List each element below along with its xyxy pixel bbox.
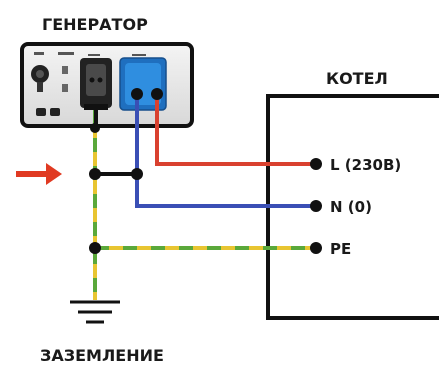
terminal-n-label: N (0) [330, 198, 372, 216]
junction-dot [89, 242, 101, 254]
junction-dot [131, 168, 143, 180]
earth-wire [93, 110, 316, 300]
ground-symbol-icon [70, 300, 120, 324]
generator-black-outlet-icon [80, 58, 112, 110]
outlet-neutral-terminal [131, 88, 143, 100]
generator-title: ГЕНЕРАТОР [42, 15, 148, 34]
generator-panel [20, 42, 194, 128]
generator-blue-outlet-icon [119, 57, 167, 111]
generator-toggle-icon [62, 84, 68, 92]
arrow-right-icon [16, 163, 62, 185]
line-wire [155, 94, 316, 166]
terminal-pe-label: PE [330, 240, 351, 258]
terminal-n-dot [310, 200, 322, 212]
terminal-l-label: L (230В) [330, 156, 401, 174]
grounding-title: ЗАЗЕМЛЕНИЕ [40, 346, 164, 365]
generator-toggle-icon [62, 66, 68, 74]
junction-dot [89, 168, 101, 180]
terminal-l-dot [310, 158, 322, 170]
neutral-wire [135, 94, 316, 208]
boiler-title: КОТЕЛ [326, 69, 388, 88]
outlet-line-terminal [151, 88, 163, 100]
generator-switch-icon [31, 65, 49, 92]
generator-terminal-icon [50, 108, 60, 116]
terminal-pe-dot [310, 242, 322, 254]
generator-terminal-icon [36, 108, 46, 116]
junction-dot [90, 123, 100, 133]
